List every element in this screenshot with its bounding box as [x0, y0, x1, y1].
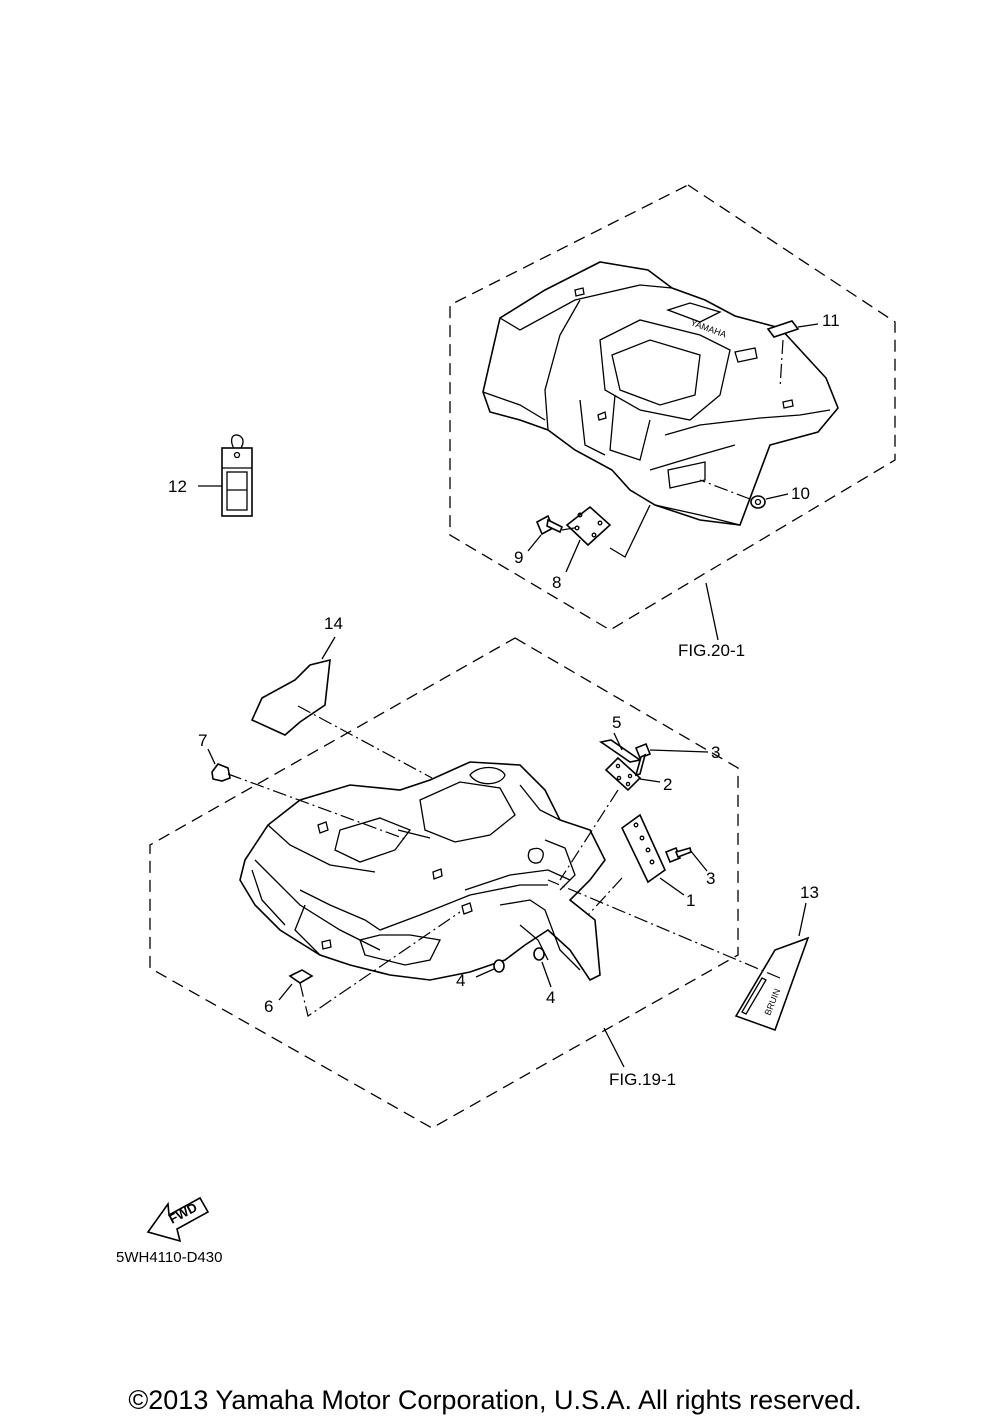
part-4-leader-right: [541, 961, 552, 988]
part-9-bolt: [535, 514, 564, 536]
part-10-leader: [765, 493, 789, 500]
rear-fender-group: YAMAHA 11 10 8 9 FIG.20-1: [449, 184, 896, 660]
part-14-leader: [321, 636, 336, 660]
part-6-leader: [278, 983, 293, 1001]
front-group-boundary: [149, 637, 739, 1129]
fwd-arrow-icon: FWD: [146, 1196, 210, 1243]
fig-20-1-ref: FIG.20-1: [678, 641, 745, 660]
copyright-notice: ©2013 Yamaha Motor Corporation, U.S.A. A…: [128, 1385, 861, 1415]
part-1-leader: [659, 877, 685, 896]
rear-group-boundary: [449, 184, 896, 631]
part-7-leader: [207, 748, 216, 765]
part-11-leader: [797, 323, 819, 328]
part-5-leader: [613, 732, 623, 751]
part-2-plate: [604, 756, 642, 792]
rear-fender: YAMAHA: [482, 261, 839, 526]
part-3-bolt-lower: [664, 846, 692, 864]
part-9-leader: [527, 534, 542, 552]
part-14-callout: 14: [324, 614, 343, 633]
part-8-ref-line: [609, 504, 651, 558]
part-3-bolt-upper: [634, 742, 652, 777]
part-4-grommet-right: [533, 947, 545, 961]
part-10-callout: 10: [791, 484, 810, 503]
front-fender: [239, 761, 606, 982]
part-12-hang-tag: [221, 434, 253, 517]
part-13-leader: [798, 902, 807, 937]
part-12-callout: 12: [168, 477, 187, 496]
part-6-callout: 6: [264, 997, 273, 1016]
part-8-callout: 8: [552, 573, 561, 592]
part-2-callout: 2: [663, 775, 672, 794]
diagram-code: 5WH4110-D430: [116, 1249, 222, 1266]
part-8-leader: [565, 539, 581, 573]
part-5-label: [598, 739, 643, 763]
part-3-leader-upper: [649, 749, 709, 753]
part-8-plate: [565, 505, 612, 547]
part-11-mount-line: [779, 339, 784, 389]
fig-20-1-leader: [705, 582, 719, 641]
part-9-callout: 9: [514, 548, 523, 567]
part-5-callout: 5: [612, 713, 621, 732]
part-4-leader-left: [475, 968, 495, 978]
fig-19-1-leader: [603, 1027, 625, 1068]
part-7-callout: 7: [198, 731, 207, 750]
part-14-decal: [250, 658, 331, 736]
part-6-label: [288, 969, 314, 984]
part-4-callout-left: 4: [456, 971, 465, 990]
part-2-leader: [639, 778, 661, 783]
part-13-decal: BRUIN: [734, 936, 810, 1032]
part-4-callout-right: 4: [546, 988, 555, 1007]
part-4-grommet-left: [493, 959, 505, 973]
part-11-callout: 11: [822, 311, 840, 330]
part-13-callout: 13: [800, 883, 819, 902]
part-11-label-plate: [766, 320, 800, 338]
part-10-grommet: [750, 495, 766, 509]
part-1-callout: 1: [686, 891, 695, 910]
part-1-plate: [620, 813, 667, 884]
part-3-callout-lower: 3: [706, 869, 715, 888]
fig-19-1-ref: FIG.19-1: [609, 1070, 676, 1089]
part-7-decal: [211, 763, 231, 782]
part-3-leader-lower: [689, 849, 708, 872]
front-fender-group: 14 7 5 2 3 1: [149, 614, 819, 1129]
part-3-callout-upper: 3: [711, 743, 720, 762]
